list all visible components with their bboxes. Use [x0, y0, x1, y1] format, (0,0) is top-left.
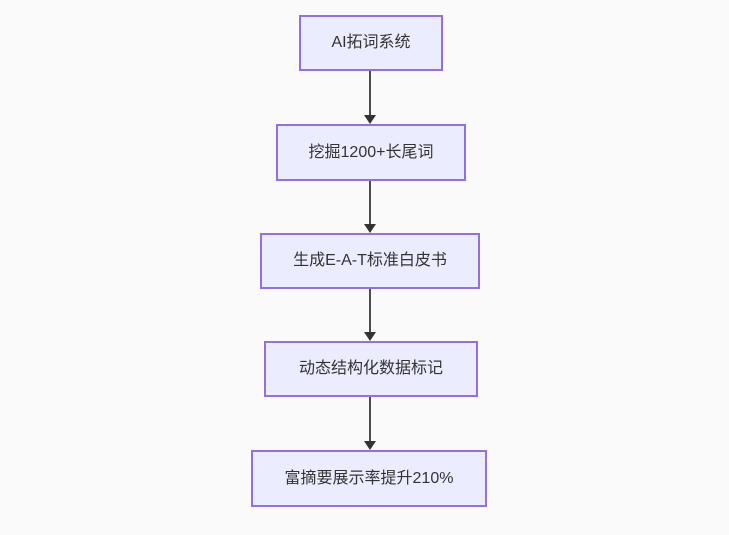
flow-node-label: 富摘要展示率提升210% — [284, 469, 454, 487]
flow-arrow-4 — [364, 397, 376, 450]
arrow-shaft — [369, 397, 371, 441]
flow-node-label: 生成E-A-T标准白皮书 — [293, 252, 447, 270]
flow-node-eat-whitepaper: 生成E-A-T标准白皮书 — [260, 233, 480, 289]
flow-arrow-3 — [364, 289, 376, 341]
arrowhead-down-icon — [364, 115, 376, 124]
arrow-shaft — [369, 181, 371, 224]
arrowhead-down-icon — [364, 224, 376, 233]
arrowhead-down-icon — [364, 441, 376, 450]
flow-node-label: 挖掘1200+长尾词 — [308, 143, 434, 161]
flow-node-label: 动态结构化数据标记 — [298, 360, 443, 378]
arrow-shaft — [369, 71, 371, 115]
flow-arrow-1 — [364, 71, 376, 124]
flow-arrow-2 — [364, 181, 376, 233]
flow-node-structured-data-markup: 动态结构化数据标记 — [264, 341, 478, 397]
flow-node-longtail-mining: 挖掘1200+长尾词 — [276, 124, 466, 181]
arrowhead-down-icon — [364, 332, 376, 341]
flow-node-label: AI拓词系统 — [331, 34, 411, 52]
flow-node-ai-keyword-system: AI拓词系统 — [299, 15, 443, 71]
arrow-shaft — [369, 289, 371, 332]
flow-node-rich-snippet-result: 富摘要展示率提升210% — [251, 450, 487, 507]
